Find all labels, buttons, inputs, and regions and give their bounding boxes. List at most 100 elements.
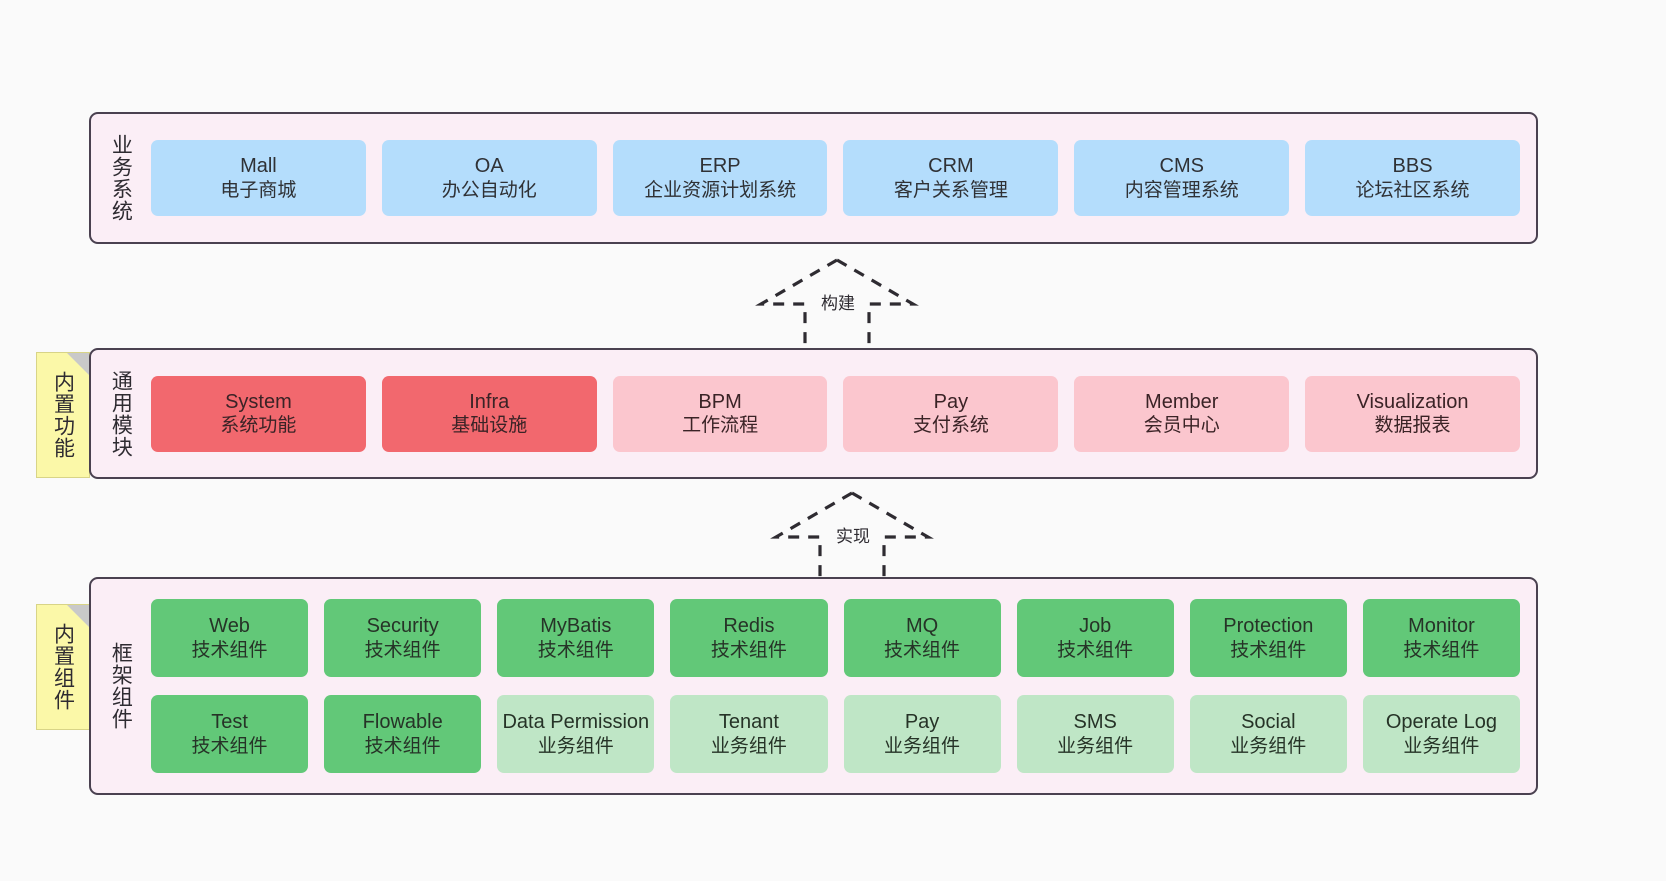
module-card-name: BPM — [698, 390, 742, 413]
layer-title-framework-components: 框架组件 — [109, 642, 133, 730]
generalization-arrow-implement — [770, 489, 934, 581]
module-card-name: Mall — [240, 155, 277, 178]
module-card-name: Social — [1241, 711, 1296, 734]
module-card-name: Pay — [933, 390, 969, 413]
module-card-subtitle: 技术组件 — [191, 639, 268, 661]
module-card-name: Data Permission — [502, 711, 650, 734]
module-card-name: MQ — [905, 615, 939, 638]
module-card-name: Operate Log — [1385, 711, 1498, 734]
module-card-subtitle: 业务组件 — [1057, 735, 1134, 757]
module-card-subtitle: 技术组件 — [884, 639, 961, 661]
module-card-subtitle: 办公自动化 — [441, 179, 537, 201]
module-card-name: Job — [1079, 615, 1112, 638]
module-card-subtitle: 业务组件 — [1230, 735, 1307, 757]
note-fold-corner-icon — [67, 605, 89, 627]
module-card-subtitle: 技术组件 — [364, 735, 441, 757]
sticky-note-common-modules: 内置功能 — [36, 352, 90, 478]
layer-title-common-modules: 通用模块 — [109, 369, 133, 458]
module-card-name: Pay — [904, 711, 940, 734]
module-card-name: ERP — [699, 155, 741, 178]
module-card-subtitle: 技术组件 — [1057, 639, 1134, 661]
sticky-note-framework-components: 内置组件 — [36, 604, 90, 730]
module-card-subtitle: 技术组件 — [1403, 639, 1480, 661]
module-card-subtitle: 技术组件 — [710, 639, 787, 661]
module-card-name: OA — [474, 155, 504, 178]
note-fold-corner-icon — [67, 353, 89, 375]
module-card-subtitle: 客户关系管理 — [893, 179, 1008, 201]
module-card-subtitle: 业务组件 — [537, 735, 614, 757]
module-card-name: Infra — [469, 390, 510, 413]
module-card-name: BBS — [1392, 155, 1433, 178]
module-card-name: Monitor — [1408, 615, 1475, 638]
module-card-name: Flowable — [362, 711, 443, 734]
module-card-subtitle: 会员中心 — [1143, 415, 1220, 437]
module-card-name: MyBatis — [540, 615, 612, 638]
connector-label: 构建 — [818, 295, 858, 312]
connector-label: 实现 — [833, 528, 873, 545]
layer-title-business-systems: 业务系统 — [109, 134, 133, 222]
module-card-subtitle: 业务组件 — [884, 735, 961, 757]
module-card-name: SMS — [1073, 711, 1117, 734]
module-card-subtitle: 业务组件 — [1403, 735, 1480, 757]
module-card-subtitle: 企业资源计划系统 — [644, 179, 797, 201]
module-card-name: Visualization — [1356, 390, 1469, 413]
module-card-name: Test — [211, 711, 248, 734]
module-card-subtitle: 论坛社区系统 — [1355, 179, 1470, 201]
module-card-subtitle: 数据报表 — [1374, 415, 1451, 437]
module-card-subtitle: 技术组件 — [191, 735, 268, 757]
